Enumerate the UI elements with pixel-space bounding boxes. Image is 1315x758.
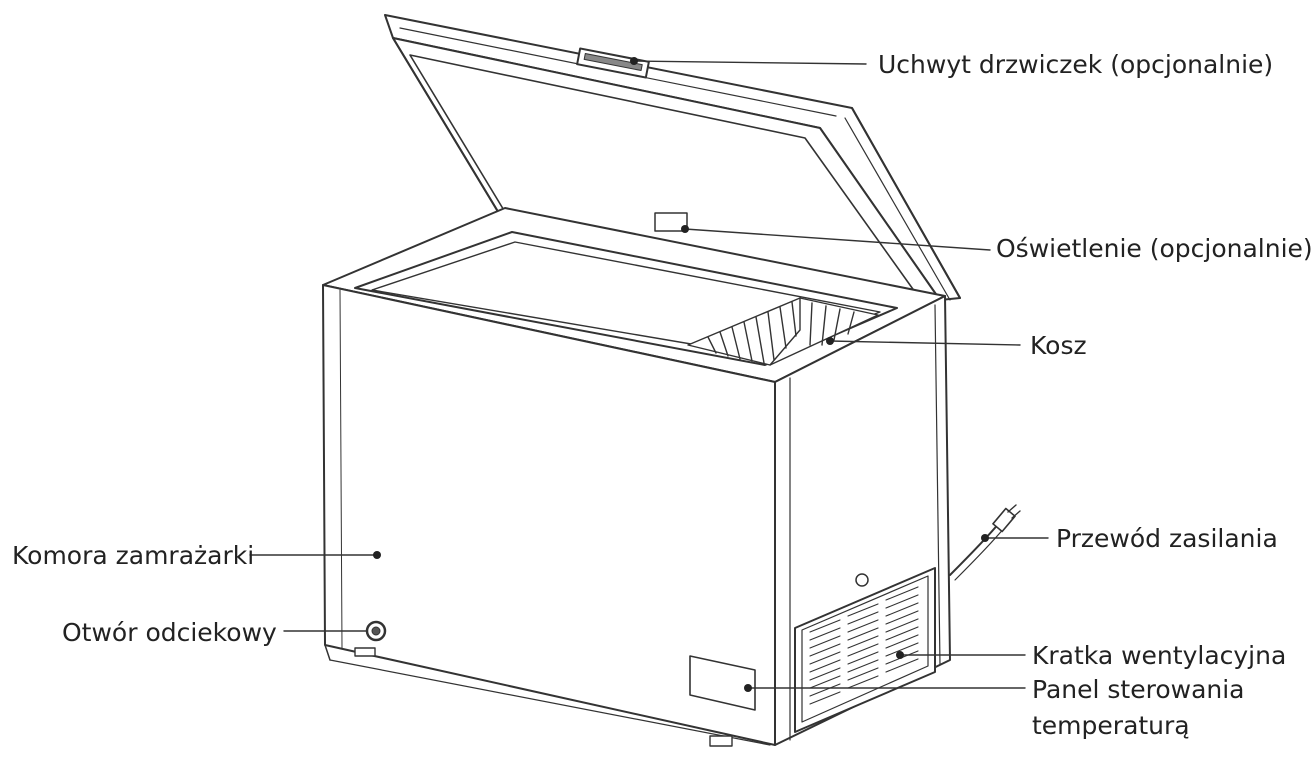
basket [687, 297, 879, 366]
label-temp-panel-line1: Panel sterowania [1032, 675, 1245, 704]
label-power-cord: Przewód zasilania [1056, 524, 1278, 553]
vent-grille [794, 567, 936, 733]
label-lighting: Oświetlenie (opcjonalnie) [996, 234, 1313, 263]
interior-light [654, 212, 688, 232]
label-basket: Kosz [1030, 331, 1087, 360]
door-handle [576, 47, 650, 79]
label-drain-hole: Otwór odciekowy [62, 618, 277, 647]
label-freezer-compartment: Komora zamrażarki [12, 541, 255, 570]
drain-hole [365, 620, 387, 642]
temperature-control-panel [689, 655, 756, 711]
leader-lines [249, 60, 1049, 689]
leader-dots [373, 57, 989, 692]
power-cord [949, 504, 1021, 581]
label-door-handle: Uchwyt drzwiczek (opcjonalnie) [878, 50, 1274, 79]
label-vent-grille: Kratka wentylacyjna [1032, 641, 1287, 670]
label-temp-panel-line2: temperaturą [1032, 711, 1190, 740]
